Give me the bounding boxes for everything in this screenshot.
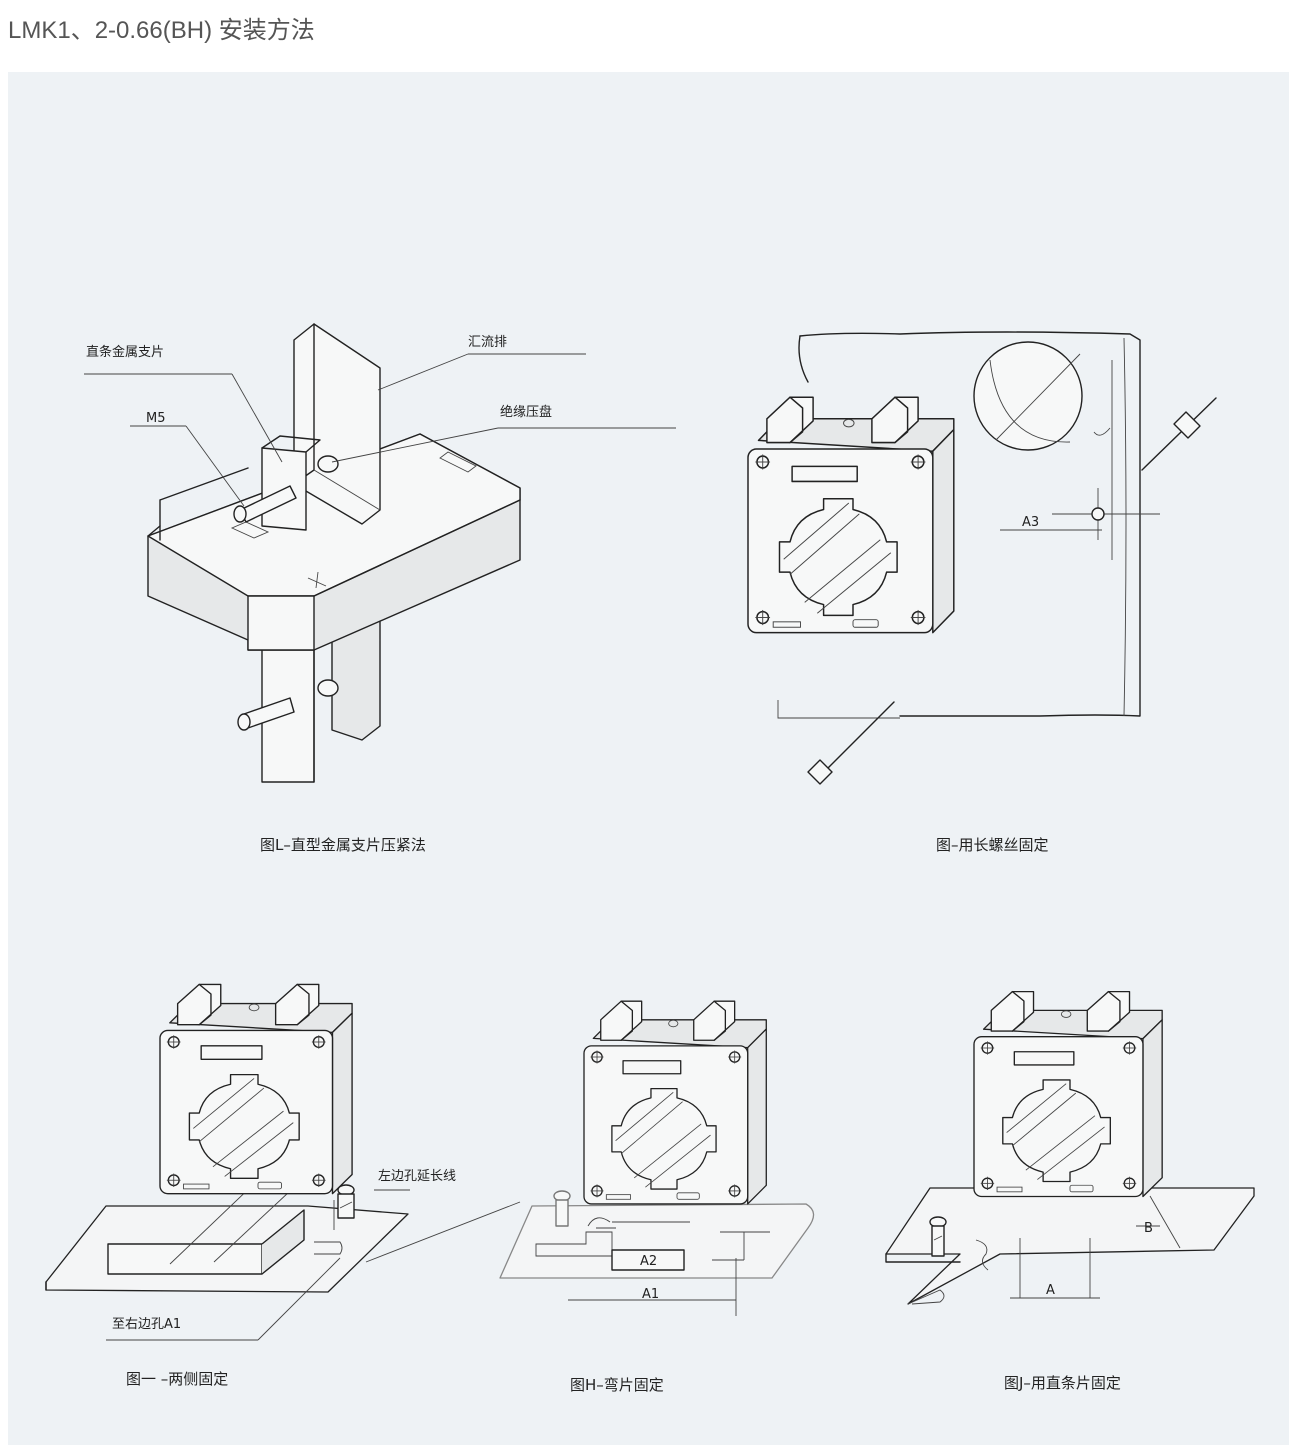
caption-figure-5: 图J–用直条片固定 xyxy=(1004,1374,1121,1392)
figure-2-long-screw: A3 图–用长螺丝固定 xyxy=(748,331,1217,854)
figure-5-straight-strip: A B 图J–用直条片固定 xyxy=(885,992,1255,1392)
label-a2: A2 xyxy=(640,1254,657,1269)
label-insulating-disc: 绝缘压盘 xyxy=(500,404,552,420)
page-title: LMK1、2-0.66(BH) 安装方法 xyxy=(8,17,315,44)
figure-4-bent-plate: A2 A1 图H–弯片固定 xyxy=(499,1001,815,1394)
label-b: B xyxy=(1144,1221,1153,1236)
label-right-hole: 至右边孔A1 xyxy=(112,1317,181,1332)
label-left-hole: 左边孔延长线 xyxy=(378,1169,456,1184)
caption-figure-1: 图L–直型金属支片压紧法 xyxy=(260,836,426,854)
label-a: A xyxy=(1046,1283,1055,1298)
label-a3: A3 xyxy=(1022,515,1039,530)
figure-1-clamp-method: 直条金属支片 M5 汇流排 绝缘压盘 图L–直型金属支片压紧法 xyxy=(84,323,676,854)
label-straight-bracket: 直条金属支片 xyxy=(86,344,164,360)
caption-figure-3: 图一 –两侧固定 xyxy=(126,1370,228,1388)
caption-figure-2: 图–用长螺丝固定 xyxy=(936,836,1049,854)
label-m5: M5 xyxy=(146,411,166,426)
caption-figure-4: 图H–弯片固定 xyxy=(570,1376,664,1394)
figure-3-both-sides: 左边孔延长线 至右边孔A1 图一 –两侧固定 xyxy=(45,984,521,1388)
label-a1: A1 xyxy=(642,1287,659,1302)
label-busbar: 汇流排 xyxy=(468,335,507,350)
